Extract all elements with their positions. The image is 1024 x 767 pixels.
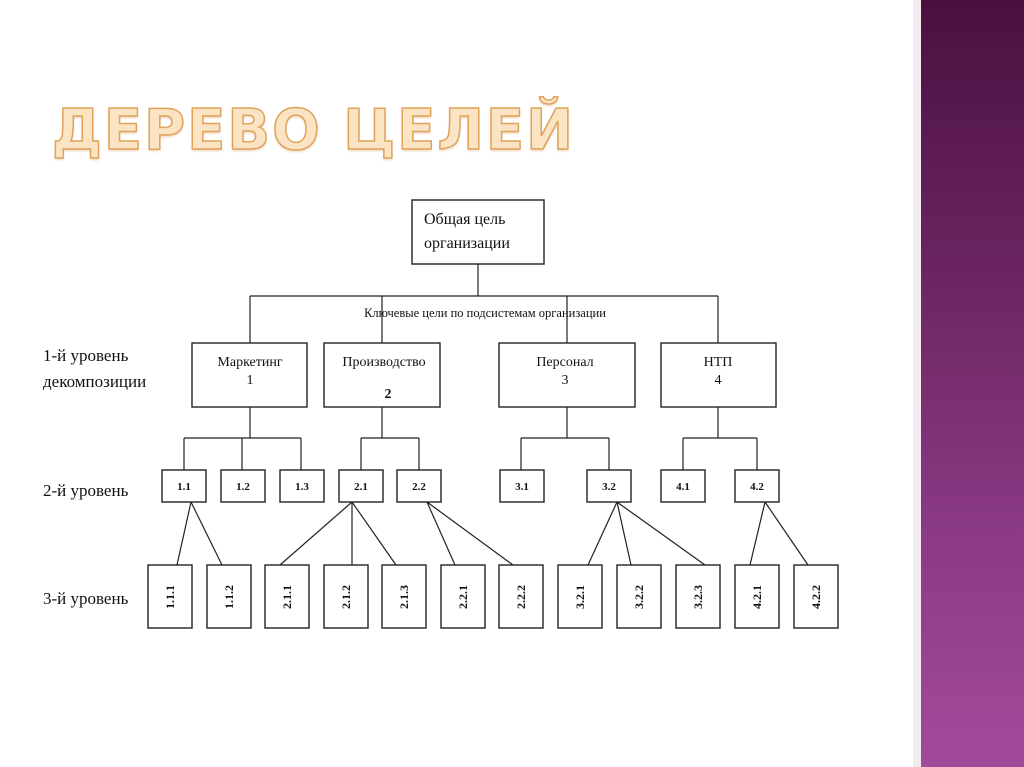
node-ntp: НТП [704,355,733,370]
level3-node-label: 2.2.1 [456,585,470,609]
level2-node-label: 4.1 [676,481,690,493]
level3-node-label: 1.1.2 [222,585,236,609]
level2-node-box [734,469,780,503]
level2-label: 2-й уровень [43,481,129,500]
level1-label-line2: декомпозиции [43,372,146,391]
level3-node-box [147,564,193,629]
level2-node-label: 1.2 [236,481,250,493]
level3-node-box [206,564,252,629]
level3-node-box [440,564,486,629]
level2-node-label: 4.2 [750,481,764,493]
side-panel-stripe [913,0,921,767]
level2-node-label: 1.3 [295,481,309,493]
node-personnel: Персонал [536,355,593,370]
node-marketing-num: 1 [247,373,254,388]
level3-node-box [675,564,721,629]
level3-node-box [557,564,603,629]
level2-node-label: 3.2 [602,481,616,493]
level3-node-label: 4.2.1 [750,585,764,609]
subsystems-label: Ключевые цели по подсистемам организации [364,306,606,320]
level3-node-label: 3.2.1 [573,585,587,609]
level3-node-box [734,564,780,629]
level1-nodes: Маркетинг 1 Производство 2 Персонал 3 НТ… [191,342,777,408]
level3-node-box [381,564,427,629]
root-node: Общая цель организации [411,199,545,265]
level1-label-line1: 1-й уровень [43,346,129,365]
slide-title: ДЕРЕВО ЦЕЛЕЙ [51,97,576,164]
node-production-num: 2 [385,387,392,402]
level3-node-label: 2.1.2 [339,585,353,609]
node-production: Производство [342,355,425,370]
level2-node-label: 1.1 [177,481,191,493]
level2-node-box [279,469,325,503]
level2-node-label: 2.1 [354,481,368,493]
node-personnel-num: 3 [562,373,569,388]
level3-node-box [498,564,544,629]
level3-node-label: 4.2.2 [809,585,823,609]
node-ntp-num: 4 [715,373,722,388]
level2-node-box [499,469,545,503]
level2-node-box [338,469,384,503]
level2-node-label: 2.2 [412,481,426,493]
decorative-side-panel [913,0,1024,767]
level2-node-box [161,469,207,503]
level2-node-box [220,469,266,503]
level3-node-box [264,564,310,629]
level3-nodes: 1.1.1 1.1.2 2.1.1 2.1.2 2.1.3 2.2.1 2.2.2 3.2.1… [147,564,839,629]
level2-node-box [660,469,706,503]
level2-nodes: 1.1 1.2 1.3 2.1 2.2 3.1 3.2 4.1 4.2 [161,469,780,503]
level3-node-label: 1.1.1 [163,585,177,609]
level3-node-label: 2.1.3 [397,585,411,609]
level3-node-label: 2.2.2 [514,585,528,609]
level3-node-box [616,564,662,629]
level2-node-label: 3.1 [515,481,529,493]
level3-node-label: 3.2.3 [691,585,705,609]
level3-node-label: 2.1.1 [280,585,294,609]
level3-node-label: 3.2.2 [632,585,646,609]
root-line-2: организации [424,235,510,252]
level3-label: 3-й уровень [43,589,129,608]
node-marketing: Маркетинг [217,355,282,370]
level3-node-box [793,564,839,629]
level3-node-box [323,564,369,629]
level2-node-box [396,469,442,503]
level2-node-box [586,469,632,503]
root-line-1: Общая цель [424,211,505,228]
connectors [176,264,809,566]
level-labels: 1-й уровень декомпозиции 2-й уровень 3-й… [43,346,146,608]
